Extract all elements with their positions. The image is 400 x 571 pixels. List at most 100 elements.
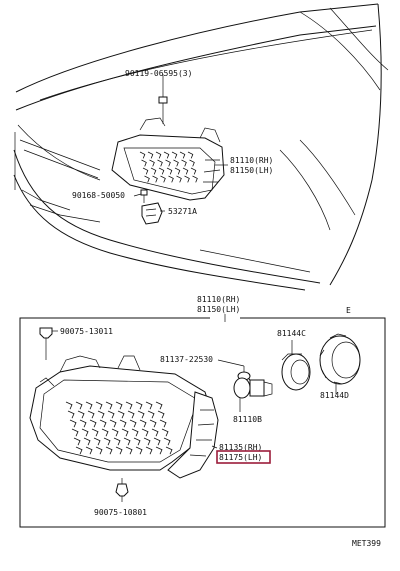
lens-grille-mark (73, 437, 81, 446)
parts-box-frame (19, 317, 386, 528)
lens-grille-mark (85, 446, 93, 455)
lens-grille-mark (161, 428, 169, 437)
label-socket: 81137-22530 (160, 355, 213, 364)
cover-icon (319, 333, 361, 394)
lens-grille-mark (192, 175, 198, 183)
lens-grille-mark (77, 410, 85, 419)
lens-grille-mark (168, 175, 174, 183)
lens-grille-mark (99, 419, 107, 428)
highlight-box (216, 450, 271, 464)
label-clip-bottom: 90075-10801 (94, 508, 147, 517)
figure-code: MET399 (352, 539, 381, 548)
lens-grille-mark (105, 446, 113, 455)
lens-grille-mark (153, 437, 161, 446)
label-bolt-upper: 90119-06595(3) (125, 69, 192, 78)
lens-grille-mark (91, 428, 99, 437)
label-bracket: 53271A (168, 207, 197, 216)
lens-grille-mark (150, 167, 157, 175)
lens-grille-mark (79, 419, 87, 428)
lens-grille-mark (184, 175, 190, 183)
lens-grille-mark (131, 428, 139, 437)
lens-grille-mark (145, 401, 153, 410)
box-header-rh: 81110(RH) (197, 295, 240, 304)
lens-grille-mark (165, 159, 171, 167)
lens-grille-mark (67, 410, 75, 419)
lens-grille-mark (111, 428, 119, 437)
lens-grille-mark (189, 159, 195, 167)
label-clip-top: 90075-13011 (60, 327, 113, 336)
lens-grille-mark (147, 410, 155, 419)
lens-grille-mark (133, 437, 141, 446)
lens-grille-mark (163, 151, 170, 159)
box-mark: E (346, 306, 351, 315)
lens-grille-mark (144, 175, 150, 183)
car-front-illustration (13, 3, 389, 291)
lens-grille-mark (65, 401, 73, 410)
lens-grille-mark (89, 419, 97, 428)
lens-grille-mark (97, 410, 105, 419)
lens-grille-mark (151, 428, 159, 437)
bulb-icon (233, 377, 273, 412)
lens-grille-mark (157, 159, 163, 167)
lens-grille-mark (155, 446, 163, 455)
lens-grille-mark (141, 159, 147, 167)
headlamp-assembly (29, 355, 219, 479)
bolt-upper-icon (158, 80, 168, 124)
lens-grille-mark (187, 151, 194, 159)
lens-grille-mark (95, 446, 103, 455)
label-unit-lh: 81175(LH) (219, 453, 262, 462)
lens-grille-mark (176, 175, 182, 183)
lens-grille-mark (103, 437, 111, 446)
lens-grille-mark (135, 401, 143, 410)
lens-grille-mark (141, 428, 149, 437)
lens-grille-mark (93, 437, 101, 446)
lens-grille-mark (143, 437, 151, 446)
lens-grille-mark (139, 419, 147, 428)
label-bulb: 81110B (233, 415, 262, 424)
lens-grille-mark (87, 410, 95, 419)
lens-grille-mark (139, 151, 146, 159)
lens-grille-mark (182, 167, 189, 175)
lens-grille-mark (152, 175, 158, 183)
lens-grille-mark (105, 401, 113, 410)
lens-grille-mark (101, 428, 109, 437)
lens-grille-mark (171, 151, 178, 159)
headlamp-installed (111, 117, 225, 201)
label-headlamp-lh: 81150(LH) (230, 166, 273, 175)
lens-grille-mark (119, 419, 127, 428)
lens-grille-mark (129, 419, 137, 428)
label-unit-rh: 81135(RH) (219, 443, 262, 452)
lens-grille-mark (123, 437, 131, 446)
lens-grille-mark (166, 167, 173, 175)
lens-grille-mark (181, 159, 187, 167)
lens-grille-mark (173, 159, 179, 167)
lens-grille-mark (71, 428, 79, 437)
lens-grille-mark (81, 428, 89, 437)
lens-grille-mark (159, 419, 167, 428)
lens-grille-mark (155, 401, 163, 410)
lens-grille-mark (75, 446, 83, 455)
label-bolt-left: 90168-50050 (72, 191, 125, 200)
lens-grille-mark (115, 401, 123, 410)
label-headlamp-rh: 81110(RH) (230, 156, 273, 165)
lens-grille-mark (174, 167, 181, 175)
lens-grille-mark (137, 410, 145, 419)
box-header-lh: 81150(LH) (197, 305, 240, 314)
label-retainer: 81144C (277, 329, 306, 338)
lens-grille-mark (125, 446, 133, 455)
lens-grille-mark (142, 167, 149, 175)
lens-grille-mark (163, 437, 171, 446)
lens-grille-mark (155, 151, 162, 159)
lens-grille-mark (190, 167, 197, 175)
lens-grille-mark (95, 401, 103, 410)
lens-grille-mark (121, 428, 129, 437)
lens-grille-mark (149, 419, 157, 428)
lens-grille-mark (160, 175, 166, 183)
lens-grille-mark (113, 437, 121, 446)
lens-grille-mark (165, 446, 173, 455)
lens-grille-mark (127, 410, 135, 419)
lens-grille-mark (117, 410, 125, 419)
lens-grille-mark (107, 410, 115, 419)
